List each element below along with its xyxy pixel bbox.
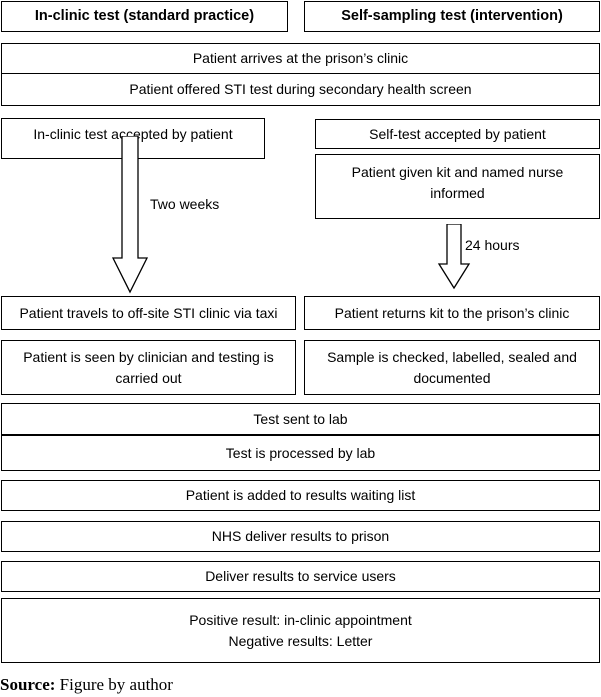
- step-kit-given: Patient given kit and named nurse inform…: [315, 154, 600, 219]
- label-two-weeks: Two weeks: [150, 196, 220, 212]
- label-24-hours: 24 hours: [465, 237, 520, 253]
- step-results-waiting-list: Patient is added to results waiting list: [1, 480, 600, 511]
- source-text: Figure by author: [59, 675, 173, 694]
- step-sample-checked: Sample is checked, labelled, sealed and …: [304, 340, 600, 395]
- source-label: Source:: [0, 675, 56, 694]
- step-travels-offsite: Patient travels to off-site STI clinic v…: [1, 296, 296, 330]
- step-offered-sti-test: Patient offered STI test during secondar…: [1, 73, 600, 106]
- source-caption: Source: Figure by author: [0, 675, 173, 695]
- header-in-clinic: In-clinic test (standard practice): [1, 1, 288, 32]
- arrow-two-weeks: [111, 136, 149, 294]
- header-self-sampling: Self-sampling test (intervention): [304, 1, 600, 32]
- step-results-outcome: Positive result: in-clinic appointment N…: [1, 598, 600, 663]
- step-seen-by-clinician: Patient is seen by clinician and testing…: [1, 340, 296, 395]
- step-returns-kit: Patient returns kit to the prison’s clin…: [304, 296, 600, 330]
- step-processed-by-lab: Test is processed by lab: [1, 435, 600, 471]
- step-arrives-clinic: Patient arrives at the prison’s clinic: [1, 43, 600, 74]
- step-nhs-deliver-results: NHS deliver results to prison: [1, 521, 600, 552]
- arrow-24-hours: [437, 224, 471, 290]
- step-self-test-accepted: Self-test accepted by patient: [315, 119, 600, 149]
- step-deliver-to-users: Deliver results to service users: [1, 561, 600, 592]
- step-sent-to-lab: Test sent to lab: [1, 403, 600, 435]
